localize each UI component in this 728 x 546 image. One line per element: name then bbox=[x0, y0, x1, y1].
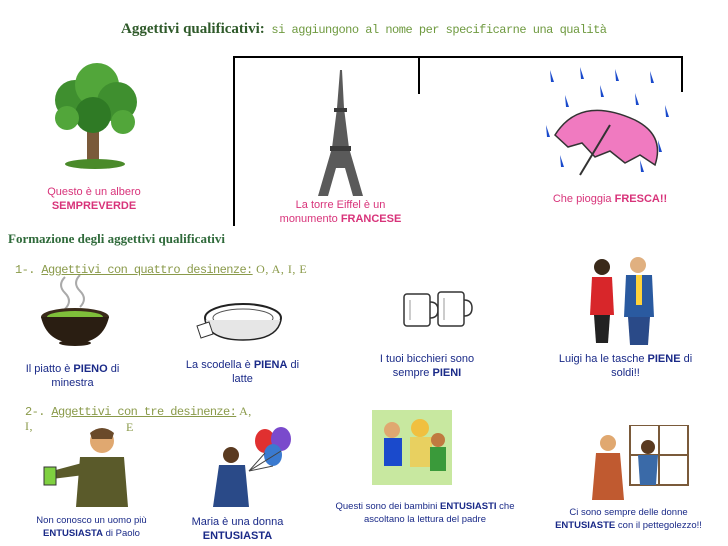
caption-bicchieri: I tuoi bicchieri sono sempre PIENI bbox=[368, 352, 486, 380]
caption-donne-text: Ci sono sempre delle donne bbox=[569, 507, 688, 518]
soup-bowl-icon bbox=[41, 275, 109, 346]
caption-piatto-highlight: PIENO bbox=[73, 363, 108, 375]
caption-maria-highlight: ENTUSIASTA bbox=[202, 530, 273, 542]
group2-letters1: A, I, bbox=[25, 404, 252, 433]
caption-donne: Ci sono sempre delle donne ENTUSIASTE co… bbox=[546, 506, 711, 532]
caption-bicchieri-highlight: PIENI bbox=[432, 367, 462, 379]
page-title: Aggettivi qualificativi: si aggiungono a… bbox=[121, 20, 607, 38]
women-gossip-icon bbox=[592, 425, 689, 500]
caption-luigi-highlight: PIENE bbox=[647, 353, 681, 365]
umbrella-rain-icon bbox=[546, 67, 669, 176]
caption-tree-text: Questo è un albero bbox=[47, 186, 141, 198]
group1-letters: O, A, I, E bbox=[252, 262, 308, 276]
caption-scodella-post: di latte bbox=[232, 359, 300, 385]
caption-eiffel: La torre Eiffel è un monumento FRANCESE bbox=[268, 198, 413, 226]
group1-label: Aggettivi con quattro desinenze: bbox=[41, 263, 253, 277]
caption-piatto-text: Il piatto è bbox=[25, 363, 74, 375]
caption-piatto: Il piatto è PIENO di minestra bbox=[15, 362, 130, 390]
caption-bambini: Questi sono dei bambini ENTUSIASTI che a… bbox=[335, 500, 515, 526]
title-rest: si aggiungono al nome per specificarne u… bbox=[264, 23, 607, 37]
connector-h bbox=[233, 56, 235, 226]
caption-bambini-text: Questi sono dei bambini bbox=[335, 501, 441, 512]
caption-luigi: Luigi ha le tasche PIENE di soldi!! bbox=[548, 352, 703, 380]
caption-rain-highlight: FRESCA!! bbox=[614, 193, 668, 205]
dish-icon bbox=[196, 303, 282, 341]
title-bold: Aggettivi qualificativi: bbox=[121, 21, 265, 37]
tree-icon bbox=[55, 63, 137, 169]
group1-heading: 1-. Aggettivi con quattro desinenze: O, … bbox=[15, 262, 307, 277]
caption-scodella-text: La scodella è bbox=[185, 359, 254, 371]
eiffel-tower-icon bbox=[318, 70, 363, 196]
connector-mid bbox=[418, 56, 420, 94]
connector-right bbox=[681, 56, 683, 92]
caption-donne-highlight: ENTUSIASTE bbox=[555, 520, 616, 531]
caption-rain-text: Che pioggia bbox=[552, 193, 615, 205]
group2-letters2-text: E bbox=[126, 420, 134, 434]
connector-top bbox=[233, 56, 683, 58]
caption-bambini-post: che ascoltano la lettura del padre bbox=[364, 501, 515, 525]
caption-paolo-highlight: ENTUSIASTA bbox=[43, 528, 103, 539]
group2-label: Aggettivi con tre desinenze: bbox=[51, 405, 237, 419]
beer-mugs-icon bbox=[403, 291, 473, 327]
caption-maria-text: Maria è una donna bbox=[191, 516, 284, 528]
woman-balloons-icon bbox=[213, 427, 291, 507]
caption-donne-post: con il pettegolezzo!! bbox=[615, 520, 702, 531]
group2-letters2: E bbox=[126, 420, 134, 435]
caption-tree: Questo è un albero SEMPREVERDE bbox=[30, 185, 158, 213]
caption-rain: Che pioggia FRESCA!! bbox=[540, 192, 680, 206]
caption-maria: Maria è una donna ENTUSIASTA bbox=[180, 515, 295, 543]
caption-luigi-text: Luigi ha le tasche bbox=[558, 353, 648, 365]
caption-luigi-post: di soldi!! bbox=[611, 353, 693, 379]
man-drink-icon bbox=[43, 428, 128, 507]
caption-tree-highlight: SEMPREVERDE bbox=[51, 200, 137, 212]
caption-paolo-post: di Paolo bbox=[103, 528, 140, 539]
caption-paolo-text: Non conosco un uomo più bbox=[36, 515, 147, 526]
caption-eiffel-text: La torre Eiffel è un monumento bbox=[279, 199, 386, 225]
caption-bicchieri-text: I tuoi bicchieri sono sempre bbox=[379, 353, 475, 379]
section-title: Formazione degli aggettivi qualificativi bbox=[8, 231, 225, 246]
caption-bambini-highlight: ENTUSIASTI bbox=[440, 501, 497, 512]
group1-num: 1-. bbox=[15, 263, 42, 277]
caption-eiffel-highlight: FRANCESE bbox=[340, 213, 402, 225]
caption-scodella-highlight: PIENA bbox=[253, 359, 288, 371]
group2-heading: 2-. Aggettivi con tre desinenze: A, I, bbox=[25, 404, 255, 434]
couple-icon bbox=[590, 257, 654, 345]
caption-scodella: La scodella è PIENA di latte bbox=[185, 358, 300, 386]
caption-paolo: Non conosco un uomo più ENTUSIASTA di Pa… bbox=[28, 514, 155, 540]
caption-piatto-post: di minestra bbox=[51, 363, 120, 389]
children-reading-icon bbox=[372, 410, 452, 485]
group2-num: 2-. bbox=[25, 405, 52, 419]
